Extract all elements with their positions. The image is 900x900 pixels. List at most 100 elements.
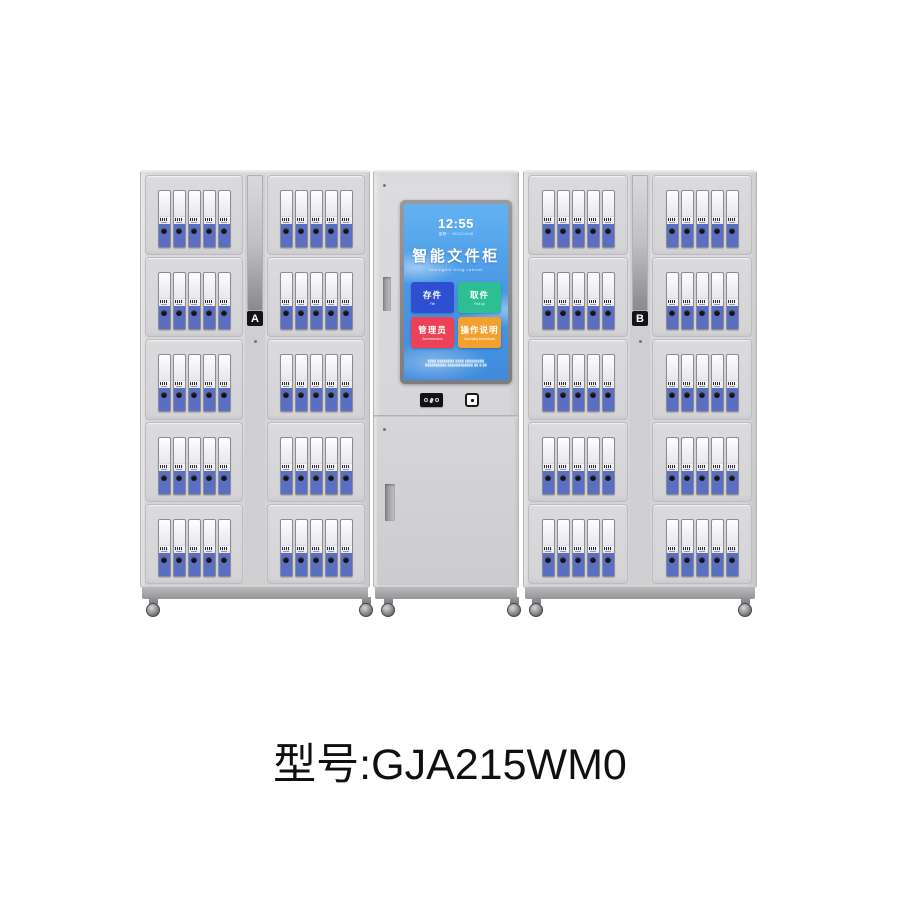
binder-microtext xyxy=(545,550,551,552)
caster-wheel xyxy=(145,597,161,620)
file-binder xyxy=(279,190,293,248)
section-a-spine: A xyxy=(245,175,265,584)
file-binder xyxy=(586,436,600,495)
binder-spine-top xyxy=(310,519,322,546)
caster-wheel xyxy=(528,597,544,620)
finger-hole xyxy=(684,228,690,234)
binder-microtext xyxy=(605,386,611,388)
binder-spine-top xyxy=(572,519,584,546)
binder-spine-top xyxy=(280,437,292,464)
binder-spine-top xyxy=(557,273,569,300)
indicator-icon xyxy=(424,398,428,402)
binder-label xyxy=(295,545,307,553)
binder-spine-top xyxy=(557,519,569,546)
barcode-icon xyxy=(297,546,305,550)
finger-hole xyxy=(575,392,581,399)
binder-microtext xyxy=(313,304,319,306)
file-binder xyxy=(541,190,555,248)
locker-compartment xyxy=(528,175,628,256)
binder-body xyxy=(159,224,170,247)
finger-hole xyxy=(343,392,349,399)
barcode-icon xyxy=(604,382,612,386)
finger-hole xyxy=(328,474,334,481)
barcode-icon xyxy=(160,300,168,304)
finger-hole xyxy=(161,556,167,563)
finger-hole xyxy=(669,474,675,481)
cabinet-section-a: A xyxy=(140,170,370,588)
locker-compartment xyxy=(145,257,243,338)
finger-hole xyxy=(221,474,227,481)
wheel-tire xyxy=(381,603,395,617)
binder-label xyxy=(557,217,569,224)
screen-button-sublabel: Pick up xyxy=(474,302,485,307)
binder-body xyxy=(341,388,352,411)
binder-label xyxy=(158,545,170,553)
barcode-icon xyxy=(713,300,721,304)
barcode-icon xyxy=(589,218,597,221)
binder-body xyxy=(558,388,569,411)
barcode-icon xyxy=(683,382,691,386)
finger-hole xyxy=(161,228,167,234)
locker-column xyxy=(652,175,752,585)
binder-microtext xyxy=(560,468,566,470)
binder-body xyxy=(667,224,678,247)
binder-label xyxy=(203,545,215,553)
barcode-icon xyxy=(728,218,736,221)
binder-body xyxy=(682,224,693,247)
binder-label xyxy=(203,381,215,389)
locker-column xyxy=(528,175,628,585)
binder-microtext xyxy=(575,222,581,223)
binder-body xyxy=(326,471,337,494)
binder-label xyxy=(587,463,599,471)
section-a-inner: A xyxy=(145,175,365,585)
binder-label xyxy=(158,299,170,307)
binder-body xyxy=(558,553,569,576)
locker-compartment xyxy=(528,503,628,585)
section-a-badge: A xyxy=(247,311,263,326)
binder-microtext xyxy=(176,304,182,306)
barcode-icon xyxy=(327,546,335,550)
file-binder xyxy=(725,190,739,248)
binder-microtext xyxy=(206,468,212,470)
binder-body xyxy=(159,388,170,411)
binder-spine-top xyxy=(542,519,554,546)
finger-hole xyxy=(714,556,720,563)
binder-body xyxy=(326,388,337,411)
lock-dot xyxy=(253,340,257,343)
barcode-icon xyxy=(220,218,228,221)
barcode-icon xyxy=(559,382,567,386)
binder-body xyxy=(281,224,292,247)
binder-spine-top xyxy=(542,355,554,382)
finger-hole xyxy=(590,474,596,481)
binder-body xyxy=(189,471,200,494)
binder-label xyxy=(295,299,307,307)
binder-microtext xyxy=(191,386,197,388)
binder-body xyxy=(697,224,708,247)
file-binder xyxy=(187,354,201,413)
finger-hole xyxy=(206,310,212,317)
binder-microtext xyxy=(191,304,197,306)
console-door-handle xyxy=(383,277,391,311)
touchscreen: 12:55 星期一 2022/04/08 智能文件柜 Intelligent f… xyxy=(404,204,508,380)
barcode-icon xyxy=(574,382,582,386)
binder-label xyxy=(218,381,230,389)
binder-microtext xyxy=(221,222,227,223)
wheel-fork xyxy=(383,597,393,605)
binder-spine-top xyxy=(295,191,307,217)
binder-body xyxy=(281,306,292,329)
binder-spine-top xyxy=(696,519,708,546)
binder-microtext xyxy=(191,222,197,223)
barcode-icon xyxy=(312,218,320,221)
finger-hole xyxy=(298,556,304,563)
binder-body xyxy=(219,553,230,576)
finger-hole xyxy=(206,392,212,399)
binder-microtext xyxy=(699,468,705,470)
binder-microtext xyxy=(575,550,581,552)
binder-body xyxy=(603,388,614,411)
finger-hole xyxy=(343,556,349,563)
binder-label xyxy=(666,545,678,553)
